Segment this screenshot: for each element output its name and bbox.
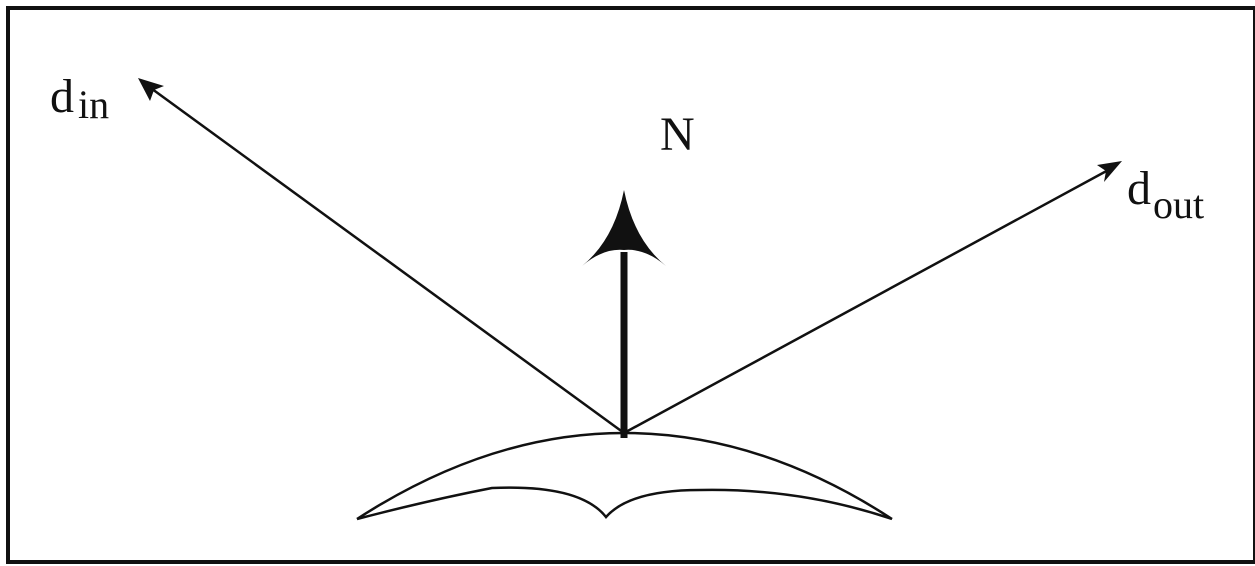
surface-top-curve [357, 433, 892, 519]
outgoing-direction-line [624, 168, 1112, 433]
surface-bottom-curve [357, 488, 892, 519]
diagram-frame [8, 8, 1255, 562]
outgoing-arrowhead-icon [1097, 161, 1122, 182]
incoming-direction-line [148, 86, 624, 433]
incoming-arrowhead-icon [138, 78, 164, 101]
outgoing-direction-label: dout [1127, 162, 1204, 227]
normal-label: N [660, 108, 695, 161]
